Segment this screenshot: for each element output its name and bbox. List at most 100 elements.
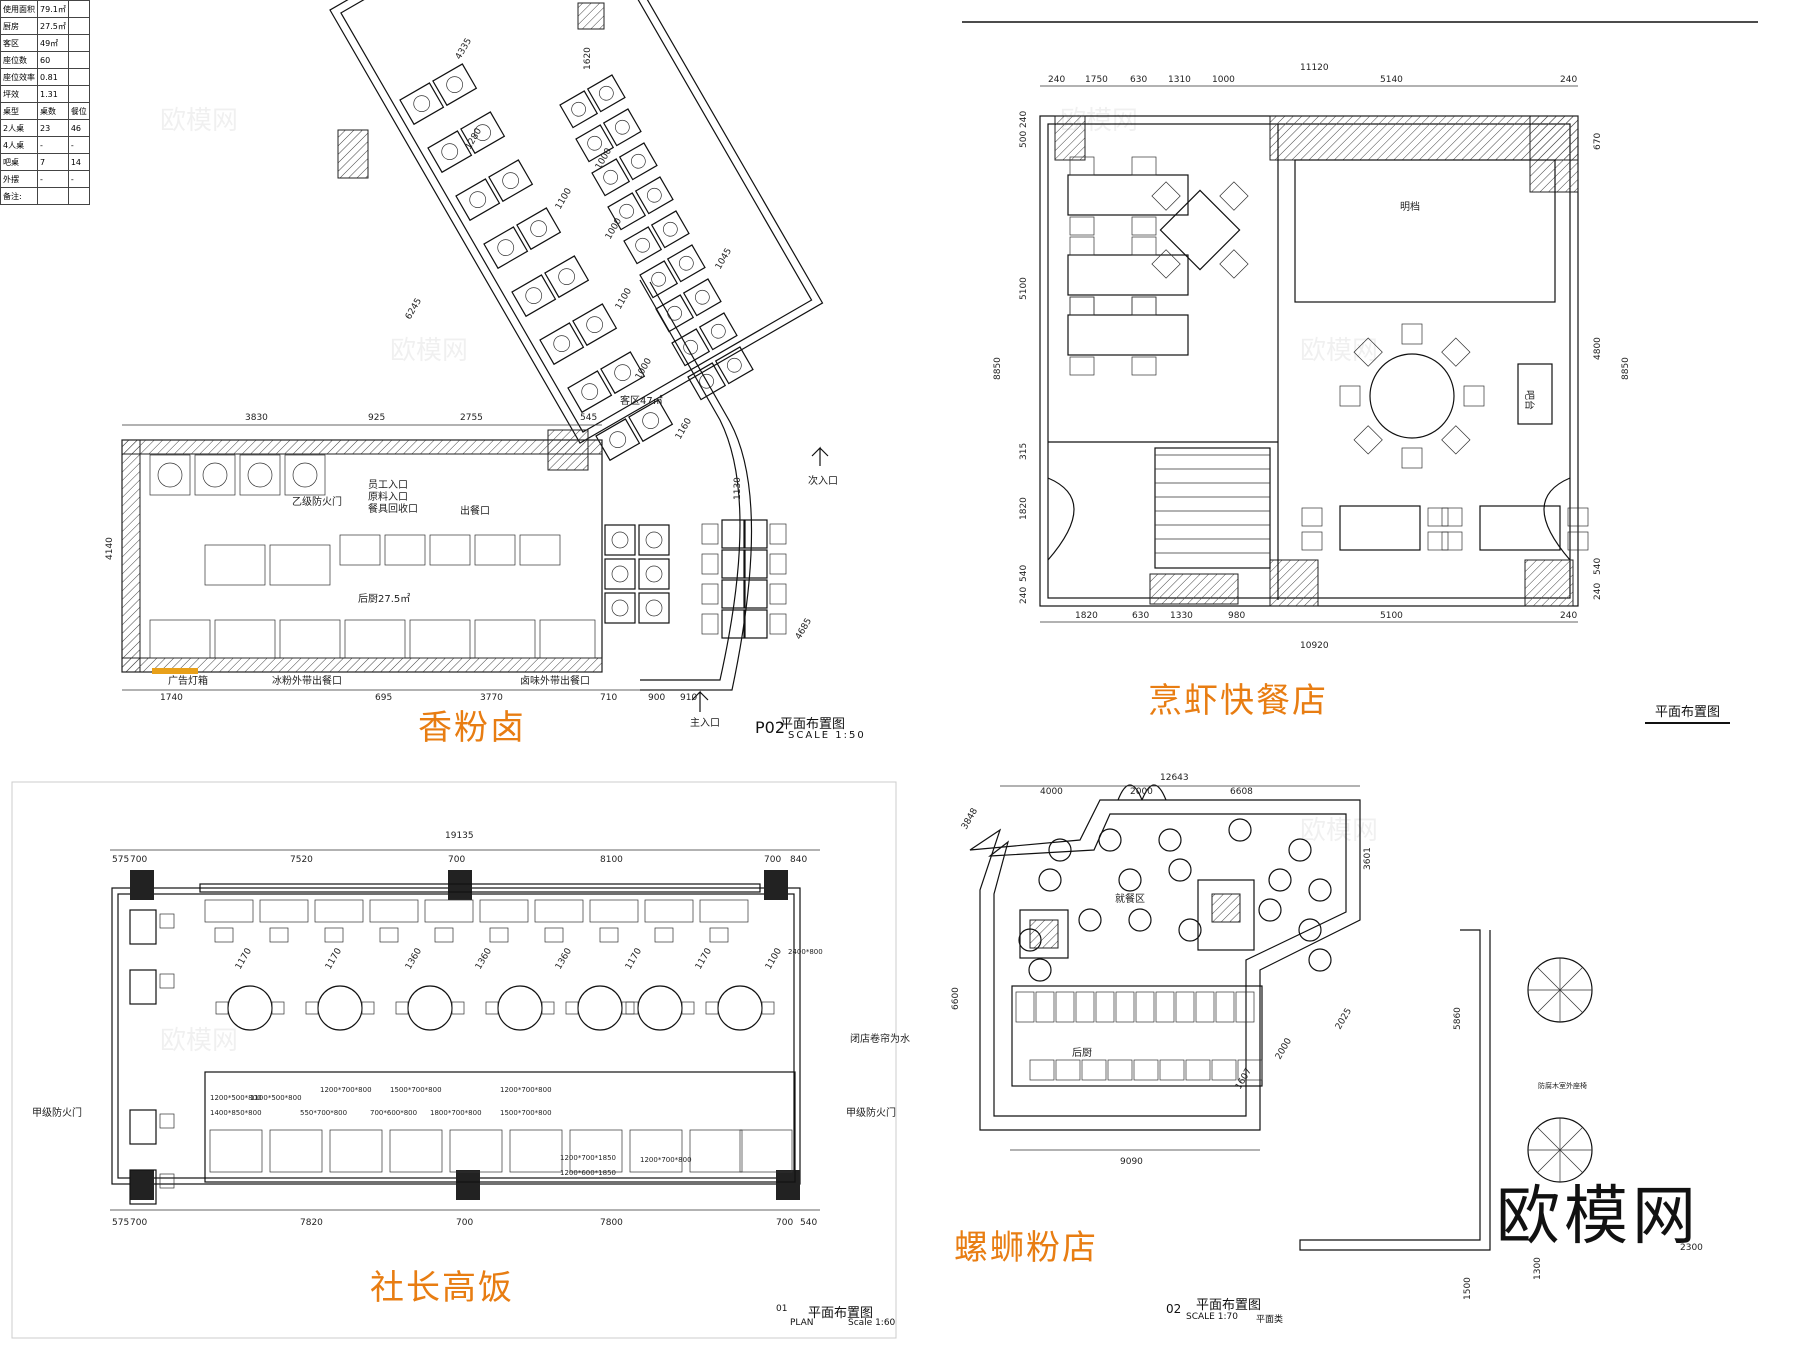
seat [645, 565, 663, 583]
dimension-label: 5140 [1380, 75, 1403, 85]
dim-left: 540 [1019, 565, 1029, 582]
round-table [227, 985, 273, 1031]
chair [1219, 249, 1249, 279]
dimension-label: 6608 [1230, 787, 1253, 797]
dim-total-top: 12643 [1160, 773, 1189, 783]
stool [379, 927, 399, 943]
counter-seat-block [424, 899, 474, 923]
equipment [474, 534, 516, 566]
info-cell: 餐位 [67, 102, 90, 120]
label-open-kitchen: 明档 [1400, 200, 1420, 213]
equipment [204, 544, 266, 586]
dim-diagonal: 1100 [554, 186, 574, 211]
equipment-spec: 1200*700*1850 [560, 1154, 616, 1162]
table [559, 90, 599, 129]
outer-wall [969, 799, 1361, 1131]
watermark-logo: 欧模网 [1496, 1180, 1700, 1254]
table-pair [639, 244, 706, 299]
seat [502, 172, 519, 189]
label-kitchen: 后厨 [1072, 1047, 1092, 1059]
round-table [1038, 868, 1062, 892]
stool [305, 1001, 319, 1015]
round-table [1308, 948, 1332, 972]
booth-table [129, 1169, 157, 1205]
chair [769, 613, 787, 635]
plan-title: 社长高饭 [370, 1268, 514, 1308]
equipment [149, 454, 191, 496]
info-cell [67, 51, 90, 69]
dimension-label: 630 [1132, 611, 1149, 621]
dim-diagonal: 1130 [733, 477, 743, 500]
info-row: 桌型桌数餐位 [0, 102, 90, 120]
table [698, 312, 738, 351]
label-ad-box: 广告灯箱 [168, 674, 208, 687]
dim-table: 1170 [624, 946, 644, 971]
label-fire-door-right: 甲级防火门 [846, 1106, 896, 1119]
info-cell: 27.5㎡ [37, 17, 69, 35]
table [639, 260, 679, 299]
seat [635, 237, 650, 253]
dimension-label: 1330 [1170, 611, 1193, 621]
info-cell: 座位数 [0, 51, 38, 69]
chair [1131, 216, 1157, 236]
dimension-label: 700 [130, 1218, 147, 1228]
equipment [519, 534, 561, 566]
dim-top-2: 925 [368, 413, 385, 423]
stool [599, 927, 619, 943]
stool [159, 973, 175, 989]
round-tables [1018, 818, 1332, 982]
chair [1131, 356, 1157, 376]
seat [441, 143, 459, 160]
table [539, 322, 585, 366]
equipment-spec: 1200*700*800 [640, 1156, 692, 1164]
chair [1463, 385, 1485, 407]
stool [544, 927, 564, 943]
dimension-label: 5100 [1380, 611, 1403, 621]
info-cell: 坪效 [0, 85, 38, 103]
kitchen [1011, 985, 1263, 1087]
dim-right: 670 [1593, 133, 1603, 150]
info-cell: 外摆 [0, 170, 38, 188]
stool [159, 913, 175, 929]
dimension-label: 1820 [1075, 611, 1098, 621]
equipment-spec: 1200*500*800 [210, 1094, 262, 1102]
equipment-spec: 1800*700*800 [430, 1109, 482, 1117]
dim-side: 2000 [1274, 1036, 1294, 1061]
guest-wing [329, 0, 824, 444]
chair [701, 613, 719, 635]
chair [1441, 531, 1463, 551]
seat [530, 220, 547, 237]
burner [247, 462, 273, 488]
dimension-label: 575 [112, 855, 129, 865]
table [666, 244, 706, 283]
dim-side: 1500 [1463, 1277, 1473, 1300]
stool [489, 927, 509, 943]
table [721, 579, 745, 609]
round-table [1178, 918, 1202, 942]
round-table [1369, 353, 1455, 439]
chair [1441, 425, 1471, 455]
chair [1069, 156, 1095, 176]
table [572, 303, 618, 347]
dimension-label: 240 [1048, 75, 1065, 85]
info-cell: - [37, 136, 69, 154]
dim-diagonal: 1000 [634, 356, 654, 381]
dim-top-3: 2755 [460, 413, 483, 423]
stool [761, 1001, 775, 1015]
table [488, 159, 534, 203]
equipment [1035, 991, 1055, 1023]
chair [1301, 507, 1323, 527]
equipment [284, 454, 326, 496]
chair [1069, 356, 1095, 376]
equipment-spec: 1200*700*800 [500, 1086, 552, 1094]
label-fire-door-left: 甲级防火门 [32, 1106, 82, 1119]
counter-seat-block [589, 899, 639, 923]
umbrella-rib [1537, 1127, 1561, 1151]
info-cell [37, 187, 69, 205]
column [1269, 115, 1579, 161]
